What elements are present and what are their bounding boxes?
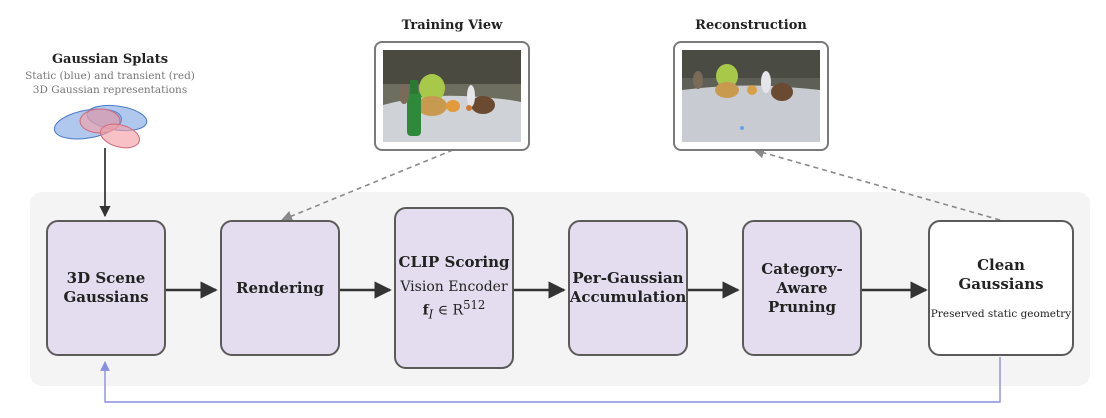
node-category-aware-pruning: Category-Aware Pruning bbox=[742, 220, 862, 356]
formula-sub: I bbox=[428, 307, 434, 322]
gaussian-splats-description: Static (blue) and transient (red) 3D Gau… bbox=[10, 69, 210, 97]
gaussian-splats-title: Gaussian Splats bbox=[51, 52, 169, 67]
formula-f: f bbox=[422, 302, 429, 319]
node-clean-gaussians: Clean Gaussians Preserved static geometr… bbox=[928, 220, 1074, 356]
gaussian-splats-icon bbox=[53, 104, 148, 149]
node-prune-title-line1: Category-Aware bbox=[761, 259, 843, 297]
node-clean-title-line2: Gaussians bbox=[958, 275, 1044, 293]
gaussian-splats-desc-line2: 3D Gaussian representations bbox=[32, 84, 188, 96]
formula-rest: ∈ R bbox=[433, 302, 464, 319]
node-3d-scene-gaussians: 3D Scene Gaussians bbox=[46, 220, 166, 356]
node-scene-title-line1: 3D Scene bbox=[66, 269, 146, 287]
node-scene-title-line2: Gaussians bbox=[63, 288, 149, 306]
training-view-caption: Training View bbox=[401, 18, 503, 33]
node-prune-title-line2: Pruning bbox=[767, 297, 837, 316]
gaussian-splats-desc-line1: Static (blue) and transient (red) bbox=[25, 70, 195, 82]
node-accum-title-line1: Per-Gaussian bbox=[572, 269, 684, 287]
reconstruction-caption: Reconstruction bbox=[695, 18, 807, 33]
node-clip-scoring: CLIP Scoring Vision Encoder fI ∈ R512 bbox=[394, 207, 514, 369]
training-view-to-rendering-arrow bbox=[280, 149, 454, 222]
node-clean-title-line1: Clean bbox=[977, 256, 1025, 274]
feedback-loop-arrow bbox=[100, 357, 1001, 403]
node-clip-subtitle: Vision Encoder bbox=[400, 278, 508, 295]
clean-to-reconstruction-arrow bbox=[752, 147, 1001, 221]
training-view-image bbox=[374, 41, 530, 151]
node-per-gaussian-accumulation: Per-Gaussian Accumulation bbox=[568, 220, 688, 356]
reconstruction-image bbox=[673, 41, 829, 151]
node-clip-title: CLIP Scoring bbox=[398, 252, 510, 271]
node-rendering-title: Rendering bbox=[236, 278, 324, 297]
clip-feature-formula: fI ∈ R512 bbox=[423, 296, 486, 323]
formula-sup: 512 bbox=[463, 297, 486, 312]
node-rendering: Rendering bbox=[220, 220, 340, 356]
node-accum-title-line2: Accumulation bbox=[569, 288, 687, 306]
node-clean-subtitle: Preserved static geometry bbox=[930, 308, 1072, 320]
